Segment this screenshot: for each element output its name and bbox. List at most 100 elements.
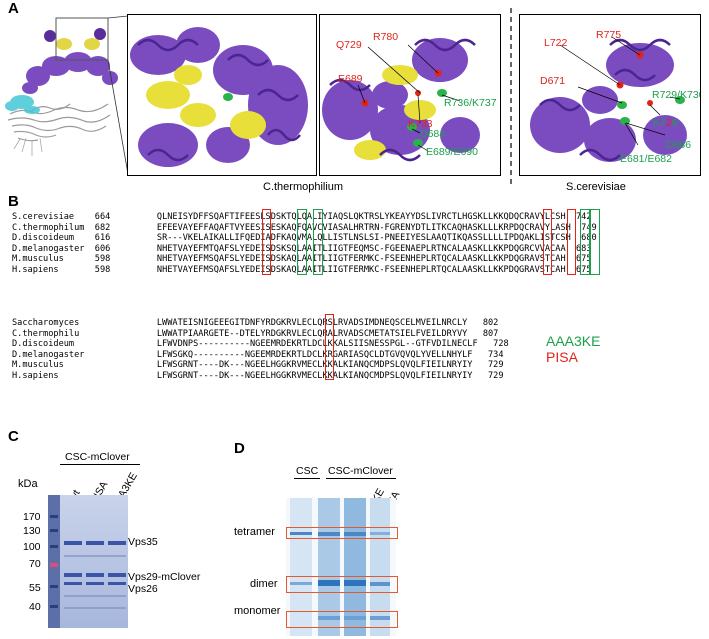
seq-end: 675: [565, 254, 592, 264]
residue-label: R729/K730: [652, 89, 701, 101]
panel-label-c: C: [8, 428, 19, 445]
structure-panel-zoom: [127, 14, 317, 176]
seq-start: 682: [94, 222, 157, 233]
dashed-separator: [510, 8, 512, 184]
structure-panel-scerevisiae: L722 R775 D671 R729/K730 K726 D686 E681/…: [519, 14, 701, 176]
species-name: C.thermophilu: [12, 328, 157, 339]
caption-cthermophilium: C.thermophilium: [263, 181, 344, 193]
alignment-row: D.melanogaster LFWSGKQ----------NGEEMRDE…: [12, 350, 509, 361]
alignment-row: Saccharomyces LWWATEISNIGEEEGITDNFYRDGKR…: [12, 318, 509, 329]
zoom-lines: [107, 15, 129, 175]
band-label: Vps29-mClover: [128, 571, 201, 583]
alignment-row: M.musculus 598 NHETVAYEFMSQAFSLYEDEISDSK…: [12, 254, 597, 265]
coomassie-gel: [48, 495, 128, 628]
band-label: Vps26: [128, 583, 158, 595]
residue-label: R780: [373, 31, 399, 43]
seq-end: 683: [565, 243, 592, 254]
sequence: EFEEVAYEFFAQAFTVYEESISESKAQFQAVCVIASALHR…: [156, 222, 571, 233]
aaa-highlight: [297, 209, 307, 275]
panel-label-a: A: [8, 0, 19, 17]
structure-panel-cthermophilium: Q729 R780 E689 K733 R736/K737 D684 E689/…: [319, 14, 501, 176]
sequence: SR---VKELAIKALLIFQEDIADFKAQVMALQLLISTLNS…: [156, 233, 571, 243]
caption-scerevisiae: S.cerevisiae: [566, 181, 626, 193]
alignment-row: H.sapiens 598 NHETVAYEFMSQAFSLYEDEISDSKA…: [12, 265, 597, 276]
header-underline: [60, 464, 140, 465]
native-gel: [286, 498, 396, 636]
residue-label: E681/E682: [620, 153, 672, 165]
residue-label: D671: [540, 75, 566, 87]
species-name: D.melanogaster: [12, 349, 157, 360]
seq-end: 807: [467, 328, 499, 339]
dimer-box: [286, 576, 398, 593]
residue-label-k726: K726: [653, 117, 678, 129]
species-name: M.musculus: [12, 254, 95, 264]
marker-label: 55: [29, 582, 41, 594]
sequence: LWWATEISNIGEEEGITDNFYRDGKRVLECLQRSLRVADS…: [156, 318, 468, 328]
residue-label: R775: [596, 29, 622, 41]
alignment-row: D.melanogaster 606 NHETVAYEFMTQAFSLYEDEI…: [12, 244, 597, 255]
marker-label: 170: [23, 511, 41, 523]
seq-start: 616: [94, 233, 157, 243]
sequence: NHETVAYEFMSQAFSLYEDEISDSKAQLAAITLIIGTFER…: [156, 264, 566, 275]
legend-pisa: PISA: [546, 349, 578, 365]
csc-mclover-header: CSC-mClover: [328, 465, 393, 477]
alignment-row: M.musculus LFWSGRNT----DK---NGEELHGGKRVM…: [12, 360, 509, 371]
header-underline: [326, 478, 396, 479]
species-name: C.thermophilum: [12, 222, 95, 233]
sequence: LFWSGKQ----------NGEEMRDEKRTLDCLKRGARIAS…: [156, 349, 473, 360]
pisa-highlight: [325, 314, 334, 380]
species-name: D.discoideum: [12, 233, 95, 243]
sequence: NHETVAYEFMTQAFSLYEDEISDSKSQLAAITLIIGTFEQ…: [156, 243, 566, 254]
marker-label: 70: [29, 558, 41, 570]
seq-start: 598: [94, 264, 157, 275]
pisa-highlight: [567, 209, 576, 275]
sequence: LFWSGRNT----DK---NGEELHGGKRVMECLKKALKIAN…: [156, 370, 473, 381]
pisa-highlight: [262, 209, 271, 275]
species-name: M.musculus: [12, 360, 157, 370]
species-name: D.melanogaster: [12, 243, 95, 254]
zoom-box: [55, 17, 109, 61]
seq-end: 734: [472, 349, 504, 360]
monomer-box: [286, 611, 398, 628]
species-name: S.cerevisiae: [12, 212, 95, 222]
panel-label-d: D: [234, 440, 245, 457]
alignment-row: H.sapiens LFWSGRNT----DK---NGEELHGGKRVME…: [12, 371, 509, 382]
sequence: LFWSGRNT----DK---NGEELHGGKRVMECLKKALKIAN…: [156, 360, 473, 370]
alignment-row: S.cerevisiae 664 QLNEISYDFFSQAFTIFEESLSD…: [12, 212, 597, 223]
sequence: LWWATPIAARGETE--DTELYRDGKRVLECLQRALRVADS…: [156, 328, 468, 339]
sequence: NHETVAYEFMSQAFSLYEDEISDSKAQLAAITLIIGTFER…: [156, 254, 566, 264]
residue-label: D684: [420, 128, 446, 140]
aaa-highlight: [580, 209, 590, 275]
alignment-row: D.discoideum 616 SR---VKELAIKALLIFQEDIAD…: [12, 233, 597, 244]
seq-end: 742: [565, 212, 592, 222]
aaa-highlight: [590, 209, 600, 275]
state-label: dimer: [250, 578, 278, 590]
sequence: LFWVDNPS----------NGEEMRDEKRTLDCLKKALSII…: [156, 339, 478, 349]
alignment-row: D.discoideum LFWVDNPS----------NGEEMRDEK…: [12, 339, 509, 350]
state-label: tetramer: [234, 526, 275, 538]
seq-end: 675: [565, 264, 592, 275]
state-label: monomer: [234, 605, 281, 617]
species-name: H.sapiens: [12, 370, 157, 381]
header-underline: [294, 478, 320, 479]
seq-start: 664: [94, 212, 157, 222]
seq-end: 728: [477, 339, 509, 349]
seq-end: 749: [570, 222, 597, 233]
residue-label: E689: [338, 73, 363, 85]
species-name: D.discoideum: [12, 339, 157, 349]
alignment-row: C.thermophilum 682 EFEEVAYEFFAQAFTVYEESI…: [12, 223, 597, 234]
alignment-block-2: Saccharomyces LWWATEISNIGEEEGITDNFYRDGKR…: [12, 318, 509, 381]
species-name: H.sapiens: [12, 264, 95, 275]
seq-start: 606: [94, 243, 157, 254]
kda-label: kDa: [18, 478, 38, 490]
residue-label: E689/E690: [426, 146, 478, 158]
marker-label: 100: [23, 541, 41, 553]
legend-aaa3ke: AAA3KE: [546, 333, 601, 349]
csc-header: CSC: [296, 465, 319, 477]
aaa-highlight: [313, 209, 323, 275]
complex-overview-structure: [5, 17, 118, 156]
seq-end: 729: [472, 360, 504, 370]
residue-label: R736/K737: [444, 97, 497, 109]
sequence: QLNEISYDFFSQAFTIFEESLSDSKTQLQALIYIAQSLQK…: [156, 212, 566, 222]
seq-start: 598: [94, 254, 157, 264]
